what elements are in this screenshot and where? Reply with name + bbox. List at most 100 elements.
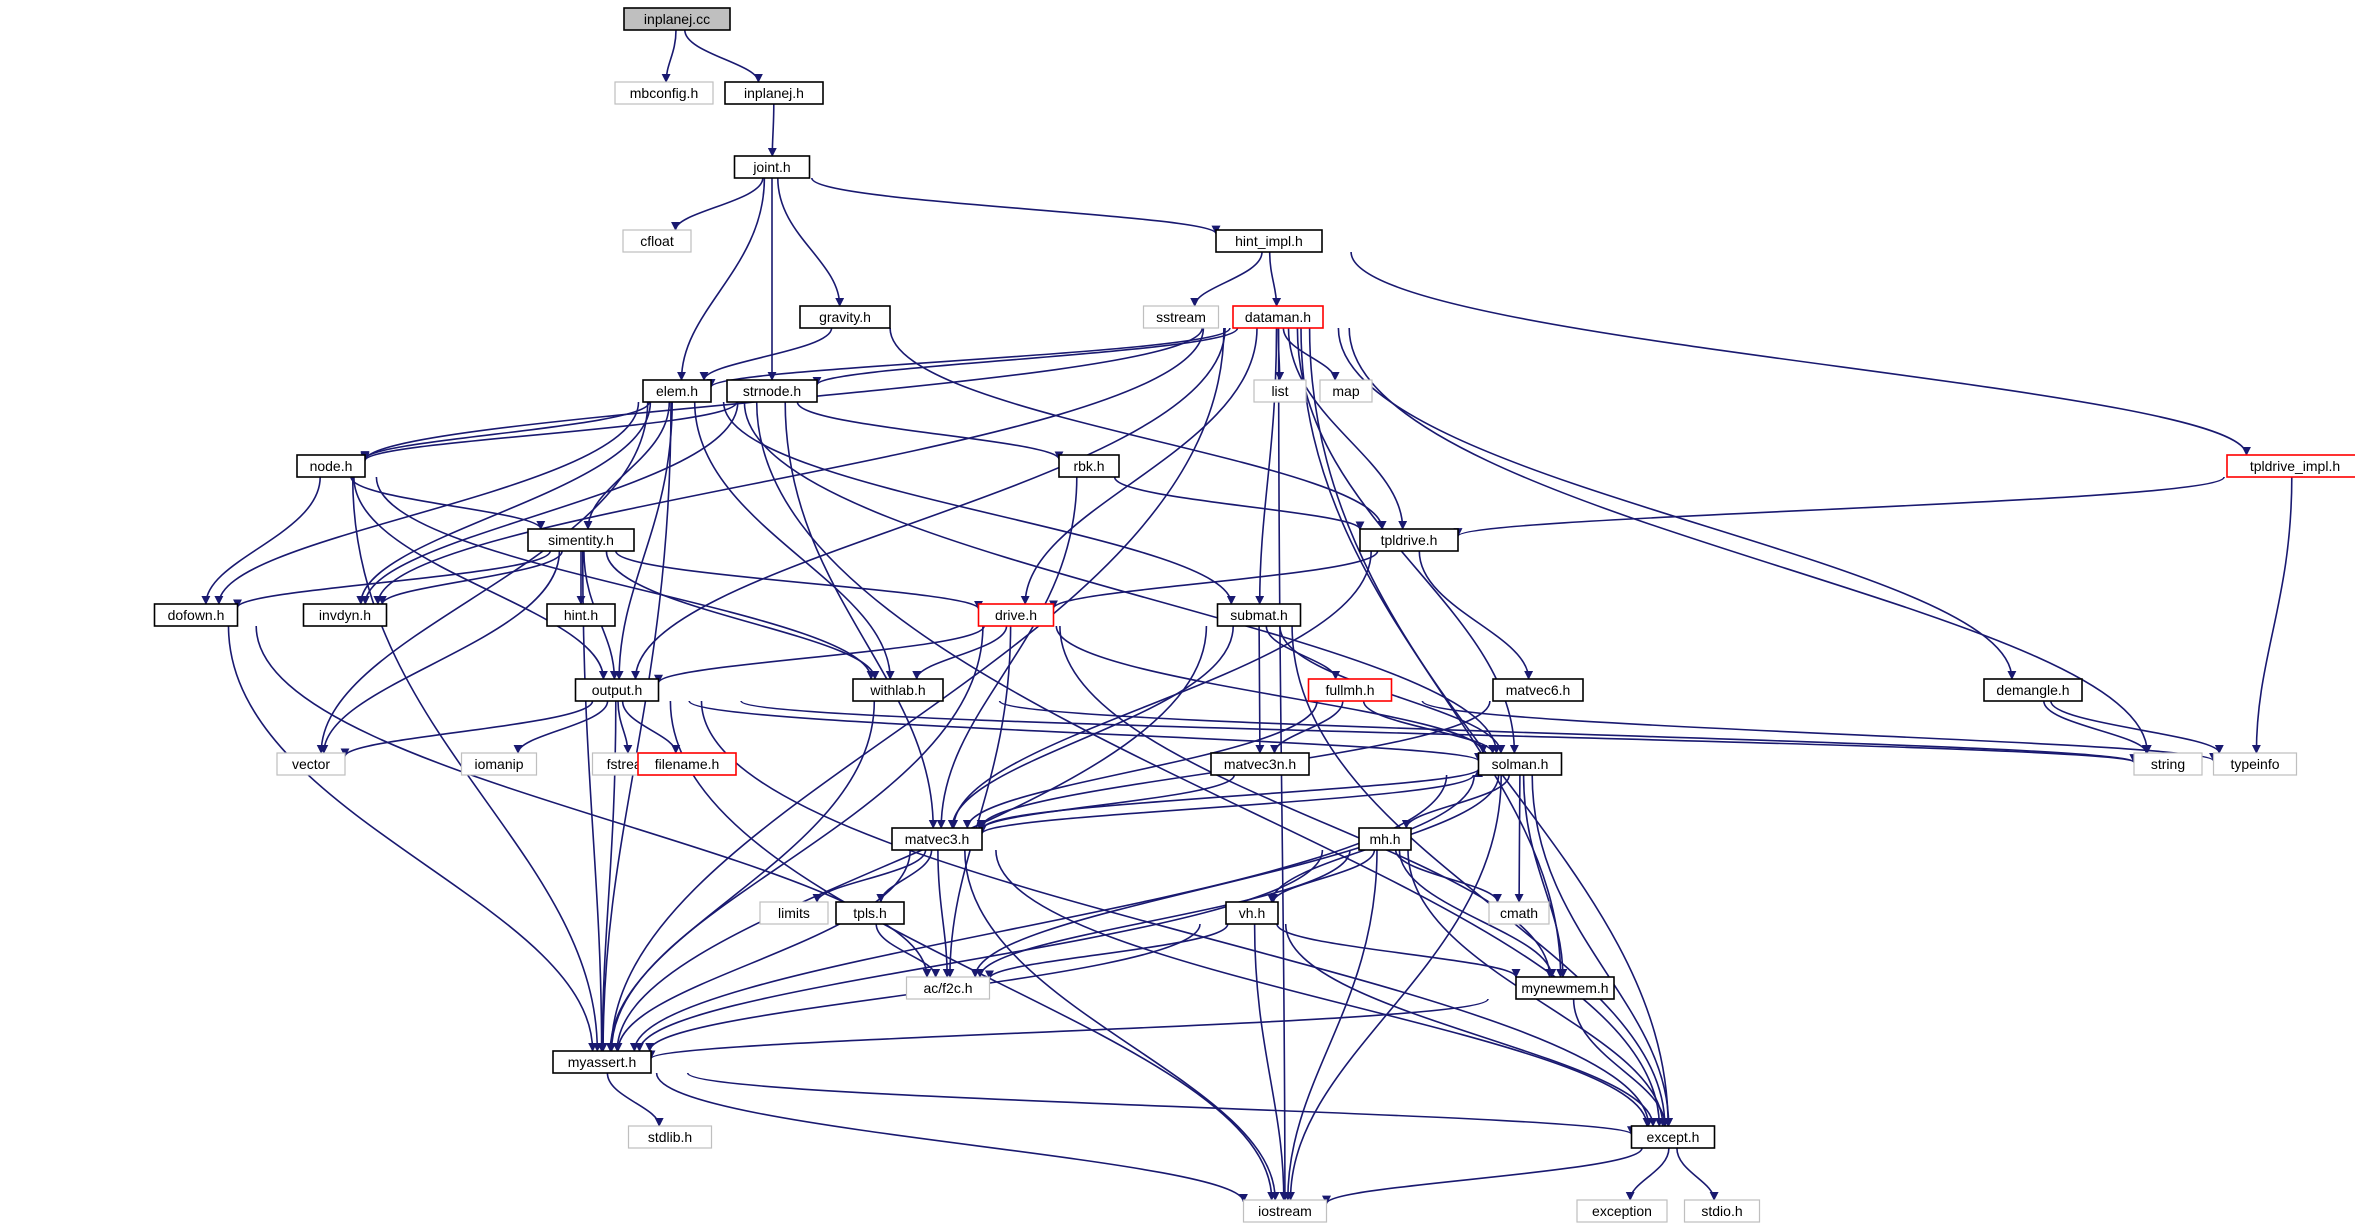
- node-box: [1683, 1199, 1761, 1223]
- graph-node-matvec6-h[interactable]: matvec6.h: [1492, 678, 1584, 702]
- edge-solman-h-to-mynewmem-h: [1522, 774, 1568, 978]
- graph-node-rbk-h[interactable]: rbk.h: [1058, 454, 1120, 478]
- graph-node-gravity-h[interactable]: gravity.h: [799, 305, 891, 329]
- node-box: [1242, 1199, 1328, 1223]
- edge-strnode-h-to-rbk-h: [796, 401, 1064, 461]
- edge-strnode-h-to-invdyn-h: [360, 401, 739, 605]
- graph-node-invdyn-h[interactable]: invdyn.h: [302, 603, 388, 627]
- graph-node-tpldrive-impl-h[interactable]: tpldrive_impl.h: [2226, 454, 2355, 478]
- edge-withlab-h-to-myassert-h: [605, 700, 876, 1052]
- graph-node-drive-h[interactable]: drive.h: [977, 603, 1055, 627]
- graph-node-simentity-h[interactable]: simentity.h: [527, 528, 635, 552]
- node-label: strnode.h: [743, 383, 801, 399]
- graph-node-list[interactable]: list: [1253, 379, 1307, 403]
- graph-node-stdlib-h[interactable]: stdlib.h: [627, 1125, 713, 1149]
- graph-node-tpls-h[interactable]: tpls.h: [835, 901, 905, 925]
- graph-node-solman-h[interactable]: solman.h: [1477, 752, 1563, 776]
- node-label: stdio.h: [1701, 1203, 1742, 1219]
- graph-node-vector[interactable]: vector: [276, 752, 346, 776]
- edge-matvec3-h-to-except-h: [995, 849, 1652, 1127]
- graph-node-map[interactable]: map: [1319, 379, 1373, 403]
- node-label: except.h: [1647, 1129, 1700, 1145]
- graph-node-ac-f2c-h[interactable]: ac/f2c.h: [905, 976, 991, 1000]
- node-box: [1576, 1199, 1668, 1223]
- node-box: [153, 603, 239, 627]
- node-box: [1488, 901, 1550, 925]
- node-box: [276, 752, 346, 776]
- graph-node-typeinfo[interactable]: typeinfo: [2212, 752, 2298, 776]
- graph-node-hint-impl-h[interactable]: hint_impl.h: [1215, 229, 1323, 253]
- node-label: solman.h: [1492, 756, 1549, 772]
- graph-node-matvec3n-h[interactable]: matvec3n.h: [1210, 752, 1310, 776]
- node-label: iostream: [1258, 1203, 1312, 1219]
- edge-node-h-to-withlab-h: [375, 476, 876, 680]
- graph-node-dataman-h[interactable]: dataman.h: [1232, 305, 1324, 329]
- node-label: matvec6.h: [1506, 682, 1571, 698]
- edge-mynewmem-h-to-except-h: [1572, 998, 1670, 1127]
- graph-node-stdio-h[interactable]: stdio.h: [1683, 1199, 1761, 1223]
- graph-node-inplanej-h[interactable]: inplanej.h: [724, 81, 824, 105]
- graph-node-submat-h[interactable]: submat.h: [1216, 603, 1302, 627]
- edge-dataman-h-to-iostream: [1277, 327, 1290, 1201]
- graph-node-string[interactable]: string: [2133, 752, 2203, 776]
- node-box: [1630, 1125, 1716, 1149]
- node-label: limits: [778, 905, 810, 921]
- edge-joint-h-to-elem-h: [677, 177, 766, 381]
- node-label: fullmh.h: [1325, 682, 1374, 698]
- graph-node-output-h[interactable]: output.h: [574, 678, 660, 702]
- graph-node-dofown-h[interactable]: dofown.h: [153, 603, 239, 627]
- graph-node-strnode-h[interactable]: strnode.h: [726, 379, 818, 403]
- node-label: inplanej.h: [744, 85, 804, 101]
- graph-node-except-h[interactable]: except.h: [1630, 1125, 1716, 1149]
- graph-node-myassert-h[interactable]: myassert.h: [552, 1050, 652, 1074]
- graph-node-vh-h[interactable]: vh.h: [1225, 901, 1279, 925]
- node-box: [1216, 603, 1302, 627]
- edge-elem-h-to-solman-h: [743, 401, 1501, 754]
- node-label: rbk.h: [1073, 458, 1104, 474]
- node-label: myassert.h: [568, 1054, 636, 1070]
- edge-drive-h-to-withlab-h: [912, 625, 1008, 680]
- edge-fullmh-h-to-typeinfo: [1421, 700, 2218, 762]
- node-label: inplanej.cc: [644, 11, 710, 27]
- graph-node-exception[interactable]: exception: [1576, 1199, 1668, 1223]
- edge-output-h-to-except-h: [700, 700, 1653, 1127]
- graph-node-node-h[interactable]: node.h: [296, 454, 366, 478]
- edge-matvec3-h-to-solman-h: [982, 768, 1483, 829]
- graph-node-mbconfig-h[interactable]: mbconfig.h: [614, 81, 714, 105]
- edge-tpldrive-impl-h-to-typeinfo: [2251, 476, 2293, 754]
- graph-node-elem-h[interactable]: elem.h: [642, 379, 712, 403]
- graph-node-fullmh-h[interactable]: fullmh.h: [1307, 678, 1393, 702]
- graph-node-iostream[interactable]: iostream: [1242, 1199, 1328, 1223]
- graph-node-withlab-h[interactable]: withlab.h: [852, 678, 944, 702]
- edge-strnode-h-to-matvec3-h: [784, 401, 938, 829]
- graph-node-limits[interactable]: limits: [759, 901, 829, 925]
- node-label: hint_impl.h: [1235, 233, 1303, 249]
- edge-hint-impl-h-to-dataman-h: [1268, 251, 1282, 307]
- edge-solman-h-to-iostream: [1286, 774, 1502, 1201]
- node-box: [1358, 827, 1412, 851]
- graph-node-tpldrive-h[interactable]: tpldrive.h: [1359, 528, 1459, 552]
- graph-node-demangle-h[interactable]: demangle.h: [1983, 678, 2083, 702]
- node-box: [733, 155, 811, 179]
- graph-node-mynewmem-h[interactable]: mynewmem.h: [1515, 976, 1615, 1000]
- node-label: vh.h: [1239, 905, 1265, 921]
- graph-node-cmath[interactable]: cmath: [1488, 901, 1550, 925]
- edge-elem-h-to-dofown-h: [214, 401, 640, 605]
- graph-node-joint-h[interactable]: joint.h: [733, 155, 811, 179]
- graph-node-inplanej-cc[interactable]: inplanej.cc: [623, 7, 731, 31]
- node-label: simentity.h: [548, 532, 614, 548]
- graph-node-iomanip[interactable]: iomanip: [460, 752, 538, 776]
- graph-node-hint-h[interactable]: hint.h: [546, 603, 616, 627]
- graph-node-cfloat[interactable]: cfloat: [622, 229, 692, 253]
- graph-node-sstream[interactable]: sstream: [1142, 305, 1220, 329]
- edge-tpldrive-h-to-matvec6-h: [1418, 550, 1534, 680]
- node-label: hint.h: [564, 607, 598, 623]
- edge-drive-h-to-ac-f2c-h: [945, 625, 1012, 978]
- node-box: [1359, 528, 1459, 552]
- graph-node-mh-h[interactable]: mh.h: [1358, 827, 1412, 851]
- graph-node-matvec3-h[interactable]: matvec3.h: [891, 827, 983, 851]
- edge-node-h-to-dofown-h: [201, 476, 321, 605]
- graph-node-filename-h[interactable]: filename.h: [637, 752, 737, 776]
- edge-solman-h-to-ac-f2c-h: [970, 774, 1475, 978]
- edge-dataman-h-to-submat-h: [1255, 327, 1278, 605]
